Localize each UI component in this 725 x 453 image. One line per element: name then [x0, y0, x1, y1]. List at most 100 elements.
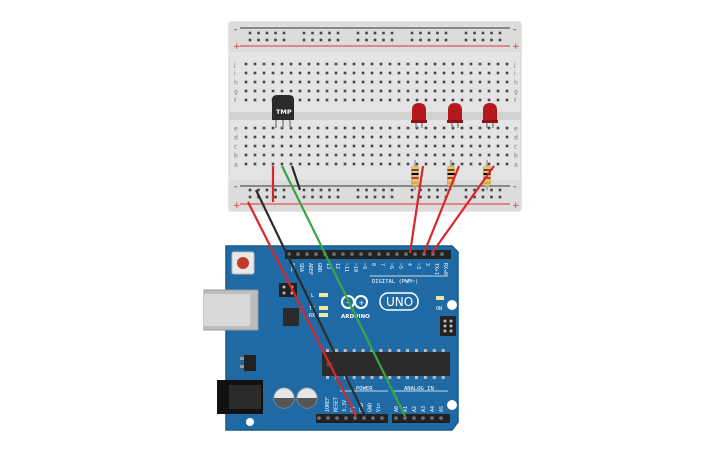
breadboard-hole[interactable]: [253, 126, 257, 130]
analog-header[interactable]: [392, 414, 450, 423]
breadboard-hole[interactable]: [307, 153, 311, 157]
rail-hole[interactable]: [265, 38, 269, 42]
breadboard-hole[interactable]: [298, 126, 302, 130]
breadboard-hole[interactable]: [370, 98, 374, 102]
breadboard-hole[interactable]: [460, 71, 464, 75]
breadboard-hole[interactable]: [406, 126, 410, 130]
breadboard-hole[interactable]: [505, 98, 509, 102]
breadboard-hole[interactable]: [424, 153, 428, 157]
rail-hole[interactable]: [265, 195, 269, 199]
breadboard-hole[interactable]: [244, 80, 248, 84]
breadboard-hole[interactable]: [316, 144, 320, 148]
breadboard-hole[interactable]: [307, 89, 311, 93]
rail-hole[interactable]: [390, 38, 394, 42]
rail-hole[interactable]: [311, 195, 314, 199]
rail-hole[interactable]: [336, 188, 340, 192]
wire-red-5v[interactable]: [247, 201, 357, 417]
breadboard-hole[interactable]: [460, 135, 464, 139]
breadboard-hole[interactable]: [352, 62, 356, 66]
breadboard-hole[interactable]: [280, 135, 284, 139]
breadboard-hole[interactable]: [505, 135, 509, 139]
breadboard-hole[interactable]: [271, 153, 275, 157]
breadboard-hole[interactable]: [334, 135, 338, 139]
rail-hole[interactable]: [473, 38, 476, 42]
breadboard-hole[interactable]: [352, 162, 356, 166]
breadboard-hole[interactable]: [370, 71, 374, 75]
breadboard-hole[interactable]: [352, 126, 356, 130]
rail-hole[interactable]: [481, 188, 485, 192]
breadboard-hole[interactable]: [253, 98, 257, 102]
rail-hole[interactable]: [328, 188, 331, 192]
breadboard-hole[interactable]: [424, 62, 428, 66]
rail-hole[interactable]: [336, 31, 340, 35]
breadboard-hole[interactable]: [271, 126, 275, 130]
breadboard-hole[interactable]: [469, 135, 473, 139]
rail-hole[interactable]: [427, 195, 431, 199]
rail-hole[interactable]: [248, 195, 252, 199]
rail-hole[interactable]: [382, 188, 385, 192]
rail-hole[interactable]: [436, 38, 439, 42]
red-led[interactable]: [447, 103, 463, 128]
breadboard-hole[interactable]: [289, 126, 293, 130]
breadboard-hole[interactable]: [397, 153, 401, 157]
breadboard-hole[interactable]: [289, 62, 293, 66]
breadboard-hole[interactable]: [487, 126, 491, 130]
rail-hole[interactable]: [498, 31, 502, 35]
breadboard-hole[interactable]: [451, 98, 455, 102]
breadboard-hole[interactable]: [442, 135, 446, 139]
breadboard-hole[interactable]: [388, 144, 392, 148]
breadboard-hole[interactable]: [496, 89, 500, 93]
breadboard-hole[interactable]: [316, 135, 320, 139]
breadboard-hole[interactable]: [334, 89, 338, 93]
breadboard-hole[interactable]: [280, 126, 284, 130]
breadboard-hole[interactable]: [307, 144, 311, 148]
breadboard-hole[interactable]: [424, 144, 428, 148]
wire-red-led-1[interactable]: [408, 165, 425, 254]
breadboard-hole[interactable]: [406, 80, 410, 84]
breadboard-hole[interactable]: [316, 162, 320, 166]
rail-hole[interactable]: [382, 38, 385, 42]
rail-hole[interactable]: [282, 188, 286, 192]
breadboard-hole[interactable]: [334, 98, 338, 102]
breadboard-hole[interactable]: [478, 80, 482, 84]
breadboard-hole[interactable]: [244, 162, 248, 166]
rail-hole[interactable]: [464, 38, 468, 42]
rail-hole[interactable]: [319, 38, 323, 42]
breadboard-hole[interactable]: [433, 144, 437, 148]
power-header[interactable]: [316, 414, 388, 423]
digital-header[interactable]: [285, 250, 451, 259]
breadboard-hole[interactable]: [496, 162, 500, 166]
rail-hole[interactable]: [498, 195, 502, 199]
breadboard-hole[interactable]: [298, 98, 302, 102]
breadboard-hole[interactable]: [262, 62, 266, 66]
reset-button[interactable]: [231, 251, 255, 275]
breadboard-hole[interactable]: [379, 80, 383, 84]
breadboard-hole[interactable]: [253, 162, 257, 166]
breadboard-hole[interactable]: [478, 89, 482, 93]
breadboard-hole[interactable]: [442, 98, 446, 102]
breadboard-hole[interactable]: [415, 144, 419, 148]
breadboard-hole[interactable]: [253, 80, 257, 84]
breadboard-hole[interactable]: [379, 62, 383, 66]
rail-hole[interactable]: [373, 188, 377, 192]
breadboard-hole[interactable]: [388, 162, 392, 166]
breadboard-hole[interactable]: [352, 153, 356, 157]
rail-hole[interactable]: [282, 38, 286, 42]
breadboard-hole[interactable]: [451, 71, 455, 75]
rail-hole[interactable]: [481, 195, 485, 199]
breadboard-hole[interactable]: [496, 144, 500, 148]
rail-hole[interactable]: [365, 195, 368, 199]
rail-hole[interactable]: [257, 38, 260, 42]
rail-hole[interactable]: [319, 195, 323, 199]
breadboard-hole[interactable]: [334, 153, 338, 157]
breadboard-hole[interactable]: [298, 153, 302, 157]
breadboard-hole[interactable]: [325, 62, 329, 66]
breadboard-hole[interactable]: [451, 126, 455, 130]
breadboard-hole[interactable]: [469, 62, 473, 66]
breadboard-hole[interactable]: [496, 135, 500, 139]
breadboard-hole[interactable]: [478, 98, 482, 102]
breadboard-hole[interactable]: [442, 62, 446, 66]
breadboard-hole[interactable]: [361, 135, 365, 139]
breadboard-hole[interactable]: [469, 126, 473, 130]
breadboard-hole[interactable]: [505, 80, 509, 84]
